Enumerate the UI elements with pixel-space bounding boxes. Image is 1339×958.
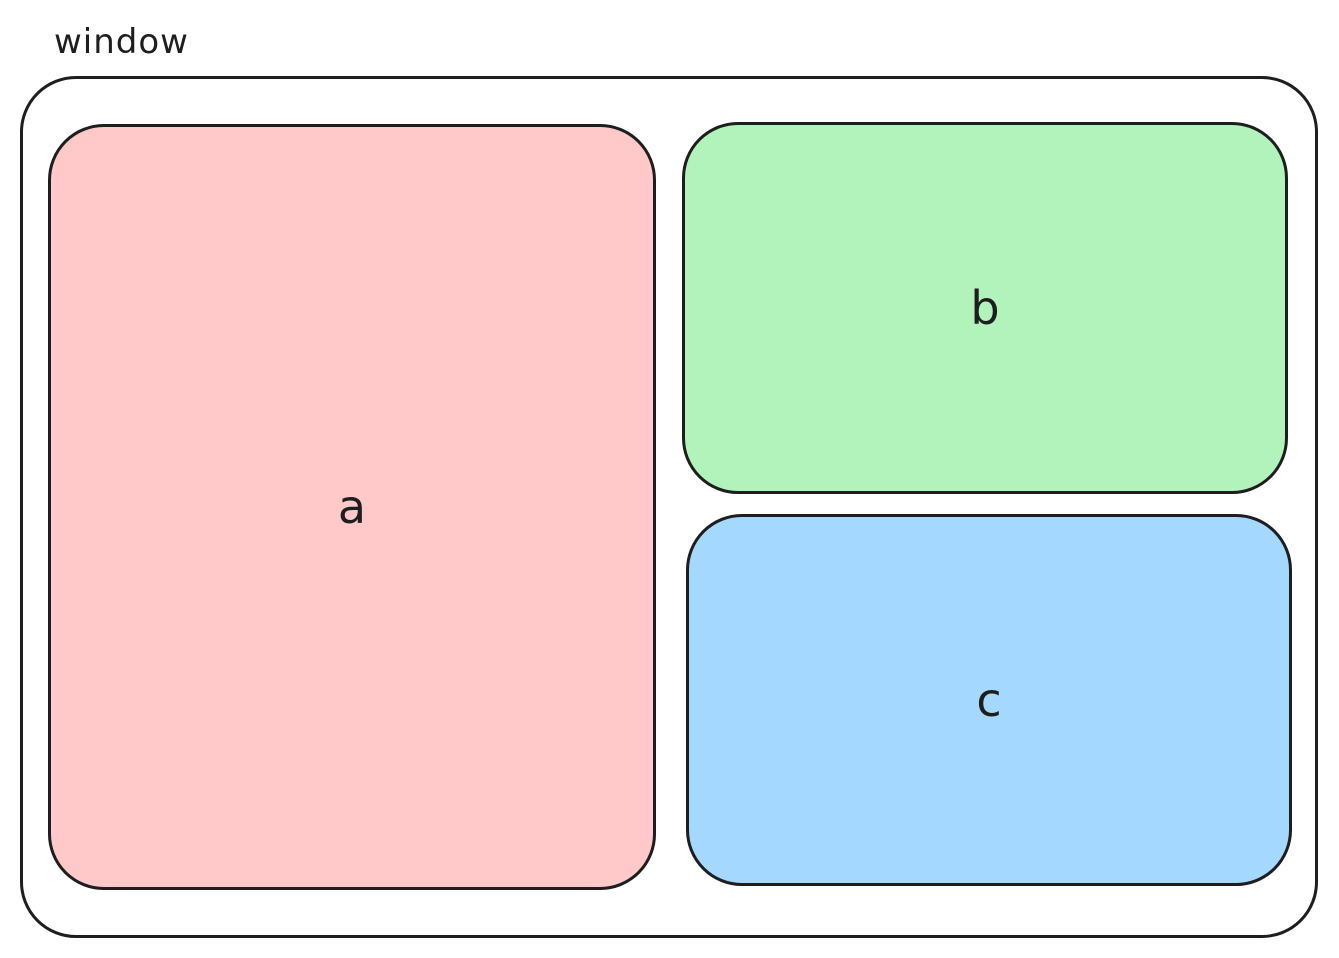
pane-b: b [682, 122, 1288, 494]
pane-a-label: a [337, 480, 367, 534]
pane-c-label: c [976, 673, 1002, 727]
pane-b-label: b [970, 281, 1000, 335]
window-title: window [54, 22, 189, 62]
pane-c: c [686, 514, 1292, 886]
pane-a: a [48, 124, 656, 890]
